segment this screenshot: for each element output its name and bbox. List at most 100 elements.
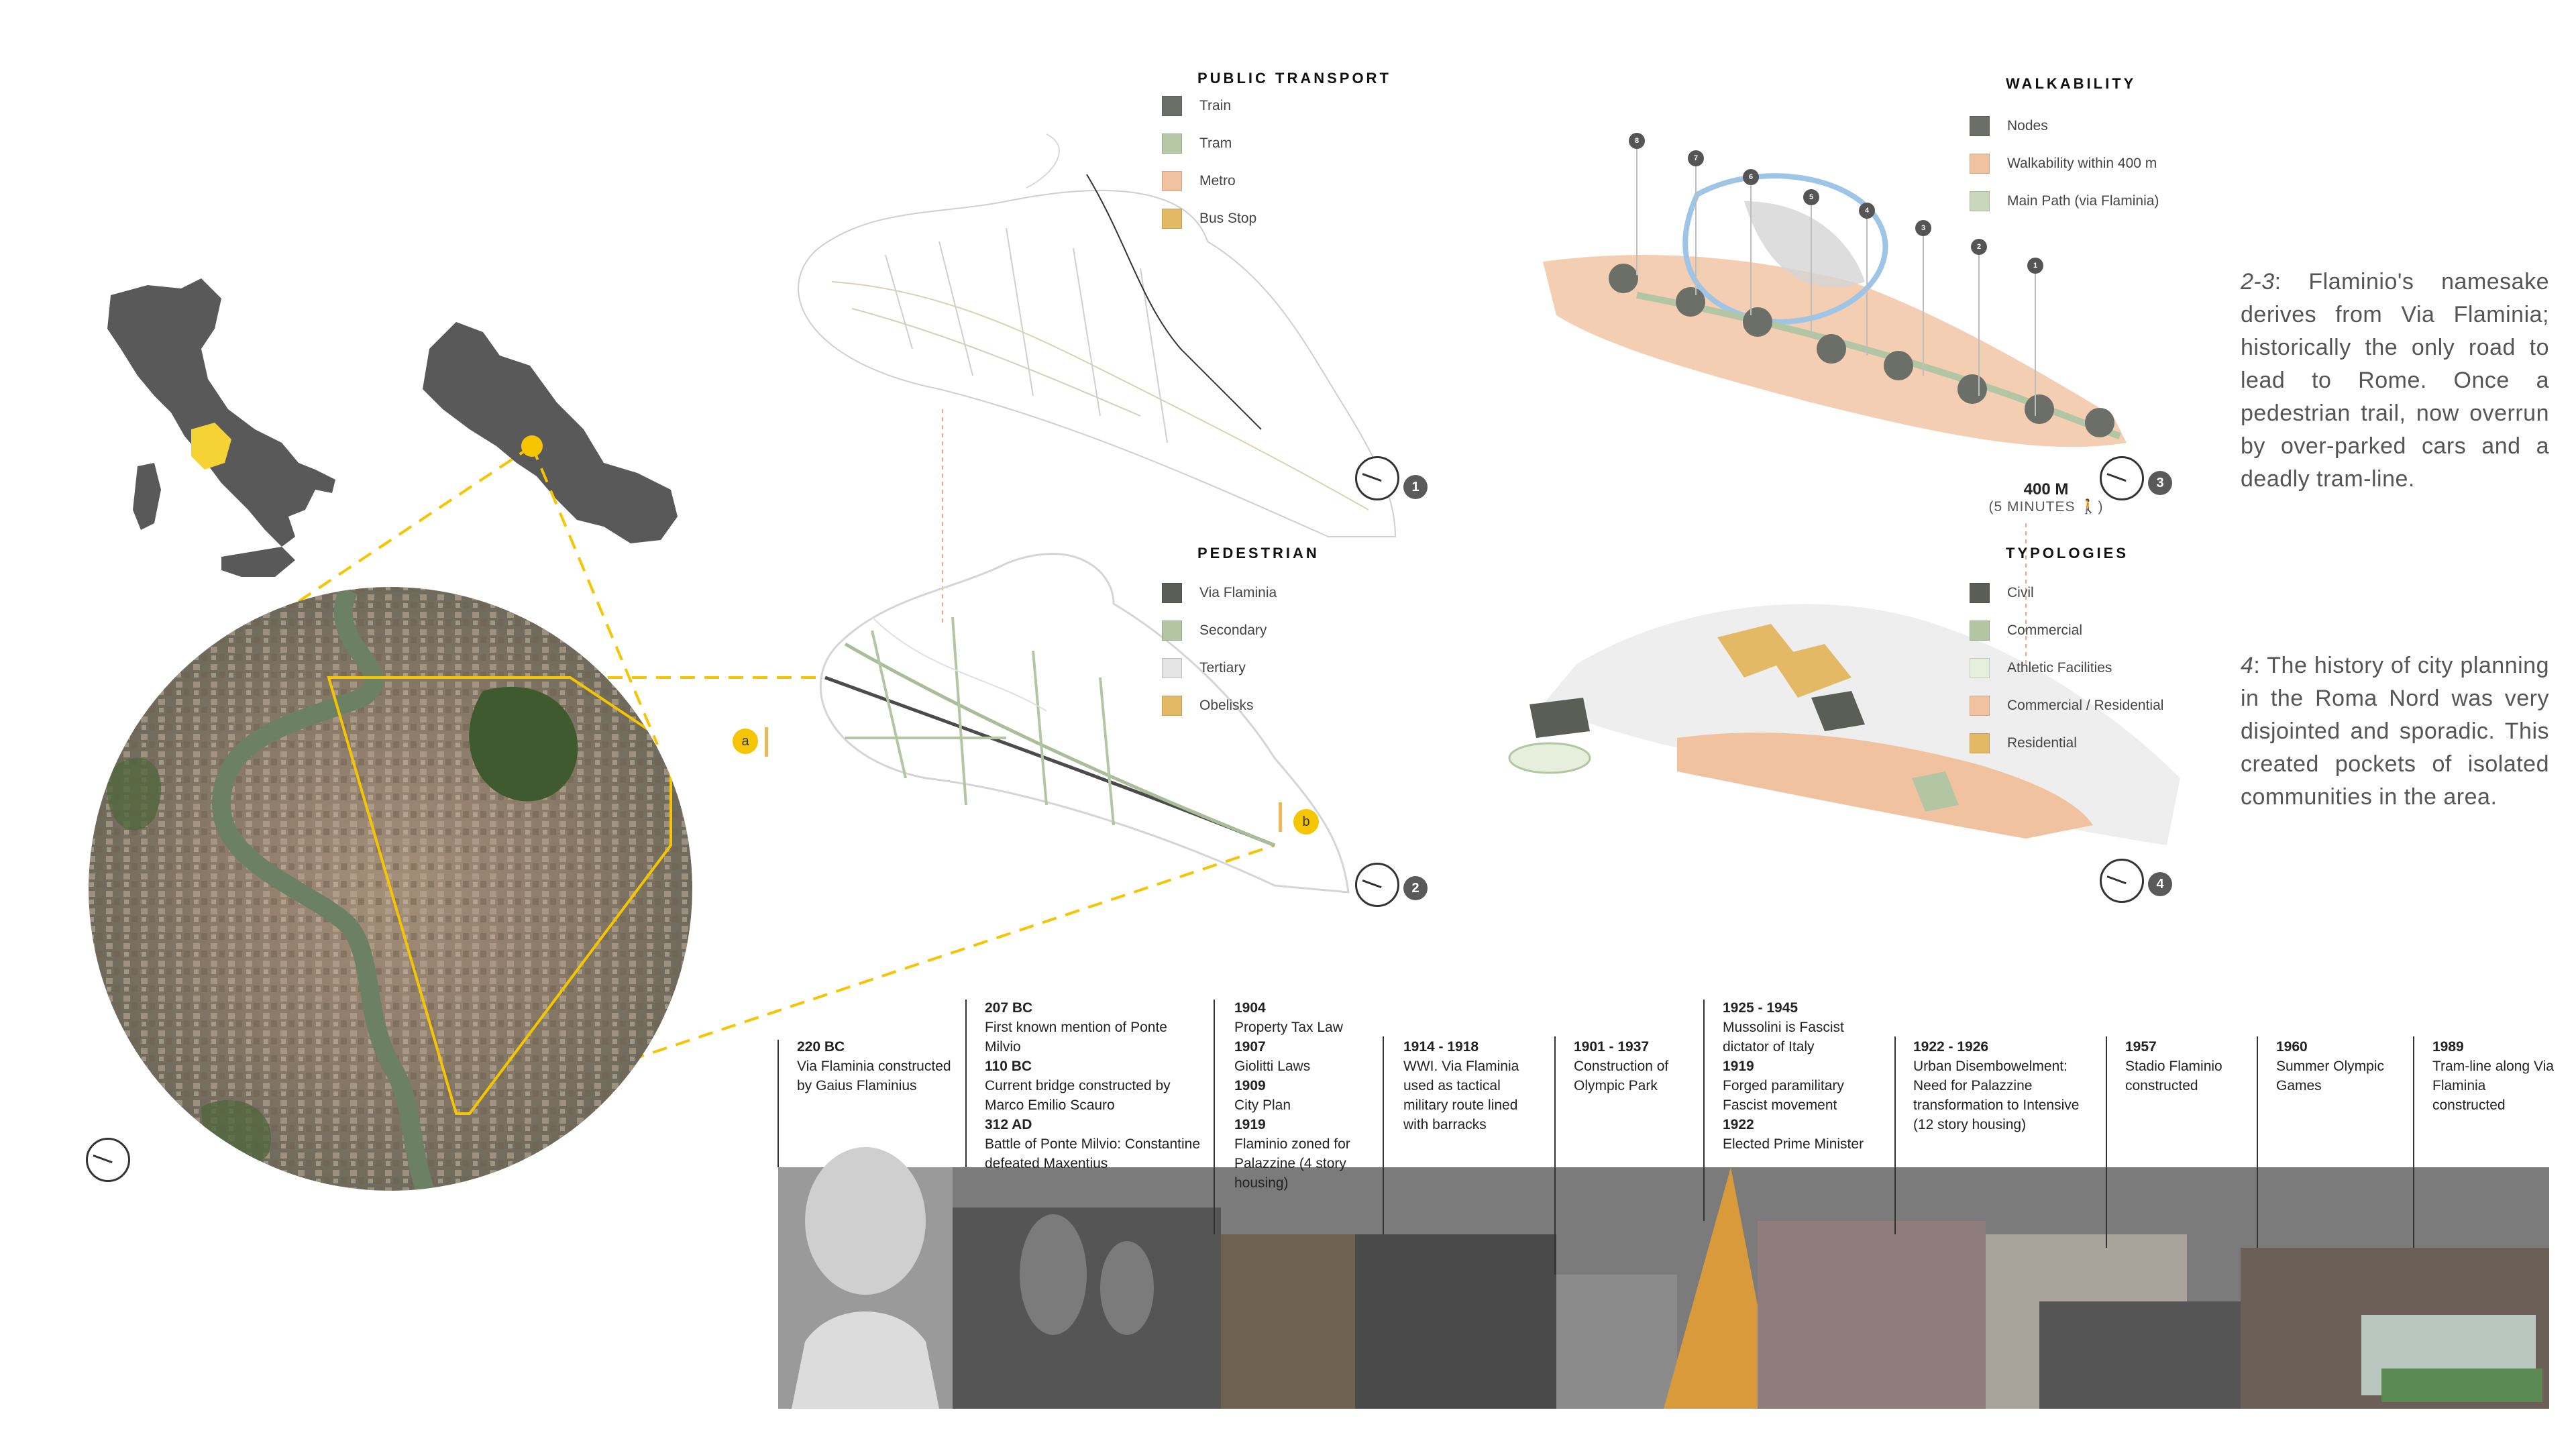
legend-label: Commercial / Residential <box>2007 698 2164 713</box>
map-number-badge: 3 <box>2148 471 2172 495</box>
legend-label: Commercial <box>2007 623 2083 638</box>
timeline-text: Forged paramilitary Fascist movement <box>1723 1078 1844 1113</box>
lazio-map <box>423 322 678 543</box>
timeline-text: Elected Prime Minister <box>1723 1136 1864 1152</box>
legend-title-pedestrian: PEDESTRIAN <box>1197 545 1320 561</box>
legend-label: Metro <box>1199 173 1236 189</box>
legend-label: Train <box>1199 98 1232 113</box>
node-number: 7 <box>1688 150 1704 166</box>
timeline-entry: 1960 Summer Olympic Games <box>2276 1037 2404 1095</box>
legend-swatch <box>1970 154 1990 174</box>
timeline-text: Urban Disembowelment: Need for Palazzine… <box>1913 1059 2080 1132</box>
legend-typologies: Civil Commercial Athletic Facilities Com… <box>1970 574 2163 762</box>
timeline-text: Giolitti Laws <box>1234 1059 1311 1074</box>
timeline-year: 1960 <box>2276 1039 2308 1055</box>
node-number: 8 <box>1629 133 1645 149</box>
description-paragraph-2: 4: The history of city planning in the R… <box>2241 649 2549 814</box>
timeline-entry: 1922 - 1926 Urban Disembowelment: Need f… <box>1913 1037 2094 1134</box>
legend-label: Civil <box>2007 585 2034 600</box>
legend-label: Tertiary <box>1199 660 1246 676</box>
legend-item: Obelisks <box>1162 687 1277 724</box>
north-arrow-icon <box>1355 863 1399 907</box>
legend-swatch <box>1970 583 1990 603</box>
legend-item: Bus Stop <box>1162 200 1256 237</box>
legend-swatch <box>1970 658 1990 678</box>
legend-swatch <box>1970 621 1990 641</box>
connector-lines <box>274 445 1275 1115</box>
north-arrow-icon <box>86 1138 130 1182</box>
timeline-year: 1957 <box>2125 1039 2157 1055</box>
legend-label: Nodes <box>2007 118 2048 133</box>
timeline-year: 110 BC <box>985 1059 1032 1074</box>
timeline-year: 1904 <box>1234 1000 1266 1016</box>
north-arrow-icon <box>2100 859 2144 903</box>
legend-item: Commercial <box>1970 612 2163 649</box>
north-arrow-icon <box>2100 456 2144 500</box>
legend-swatch <box>1162 583 1182 603</box>
legend-swatch <box>1970 696 1990 716</box>
timeline-year: 1925 - 1945 <box>1723 1000 1799 1016</box>
map-number-badge: 2 <box>1403 876 1428 900</box>
legend-public-transport: Train Tram Metro Bus Stop <box>1162 87 1256 237</box>
legend-label: Secondary <box>1199 623 1267 638</box>
timeline-ticks <box>777 1000 2414 1275</box>
timeline-text: Stadio Flaminio constructed <box>2125 1059 2222 1093</box>
timeline-text: Construction of Olympic Park <box>1574 1059 1669 1093</box>
timeline-text: Mussolini is Fascist dictator of Italy <box>1723 1020 1844 1055</box>
legend-item: Train <box>1162 87 1256 125</box>
timeline-year: 1901 - 1937 <box>1574 1039 1650 1055</box>
legend-swatch <box>1970 733 1990 753</box>
timeline-year: 312 AD <box>985 1117 1032 1132</box>
legend-item: Main Path (via Flaminia) <box>1970 182 2159 220</box>
walk-distance-time: (5 MINUTES 🚶) <box>1988 499 2104 515</box>
legend-label: Via Flaminia <box>1199 585 1277 600</box>
legend-label: Bus Stop <box>1199 211 1257 226</box>
timeline-year: 1919 <box>1234 1117 1266 1132</box>
timeline-entry: 1957 Stadio Flaminio constructed <box>2125 1037 2249 1095</box>
legend-pedestrian: Via Flaminia Secondary Tertiary Obelisks <box>1162 574 1277 724</box>
node-number: 4 <box>1859 203 1875 219</box>
legend-swatch <box>1162 658 1182 678</box>
timeline-strip <box>778 1147 2549 1409</box>
legend-swatch <box>1162 133 1182 154</box>
transport-diagram <box>798 133 1397 537</box>
timeline-year: 1989 <box>2432 1039 2464 1055</box>
timeline-entry: 1989 Tram-line along Via Flaminia constr… <box>2432 1037 2557 1115</box>
timeline-year: 220 BC <box>797 1039 845 1055</box>
legend-label: Residential <box>2007 735 2077 751</box>
obelisk-marker <box>1279 802 1282 832</box>
timeline-year: 1907 <box>1234 1039 1266 1055</box>
paragraph-lead: 4 <box>2241 653 2254 678</box>
timeline-year: 1909 <box>1234 1078 1266 1093</box>
paragraph-lead: 2-3 <box>2241 269 2275 294</box>
pedestrian-diagram <box>819 552 1350 894</box>
walk-distance-label: 400 M (5 MINUTES 🚶) <box>1986 480 2106 515</box>
timeline-text: Battle of Ponte Milvio: Constantine defe… <box>985 1136 1201 1171</box>
timeline-entry: 207 BC First known mention of Ponte Milv… <box>985 998 1206 1173</box>
node-number: 2 <box>1971 239 1987 255</box>
node-number: 6 <box>1743 169 1759 185</box>
timeline-year: 1922 <box>1723 1117 1754 1132</box>
timeline-text: City Plan <box>1234 1097 1291 1113</box>
node-number: 3 <box>1915 220 1931 236</box>
timeline-entry: 1901 - 1937 Construction of Olympic Park <box>1574 1037 1698 1095</box>
map-number-badge: 1 <box>1403 475 1428 499</box>
legend-item: Nodes <box>1970 107 2159 145</box>
node-number: 1 <box>2027 258 2043 274</box>
timeline-text: Flaminio zoned for Palazzine (4 story ho… <box>1234 1136 1350 1191</box>
legend-swatch <box>1162 209 1182 229</box>
legend-swatch <box>1162 621 1182 641</box>
timeline-text: First known mention of Ponte Milvio <box>985 1020 1167 1055</box>
legend-item: Residential <box>1970 724 2163 762</box>
legend-walkability: Nodes Walkability within 400 m Main Path… <box>1970 107 2159 220</box>
legend-swatch <box>1162 696 1182 716</box>
timeline-year: 1919 <box>1723 1059 1754 1074</box>
legend-label: Walkability within 400 m <box>2007 156 2157 171</box>
timeline-text: WWI. Via Flaminia used as tactical milit… <box>1403 1059 1519 1132</box>
legend-title-walkability: WALKABILITY <box>2006 75 2137 92</box>
timeline-text: Property Tax Law <box>1234 1020 1343 1035</box>
typologies-diagram <box>1508 604 2180 845</box>
node-number: 5 <box>1803 189 1819 205</box>
legend-label: Tram <box>1199 136 1232 151</box>
legend-swatch <box>1970 191 1990 211</box>
